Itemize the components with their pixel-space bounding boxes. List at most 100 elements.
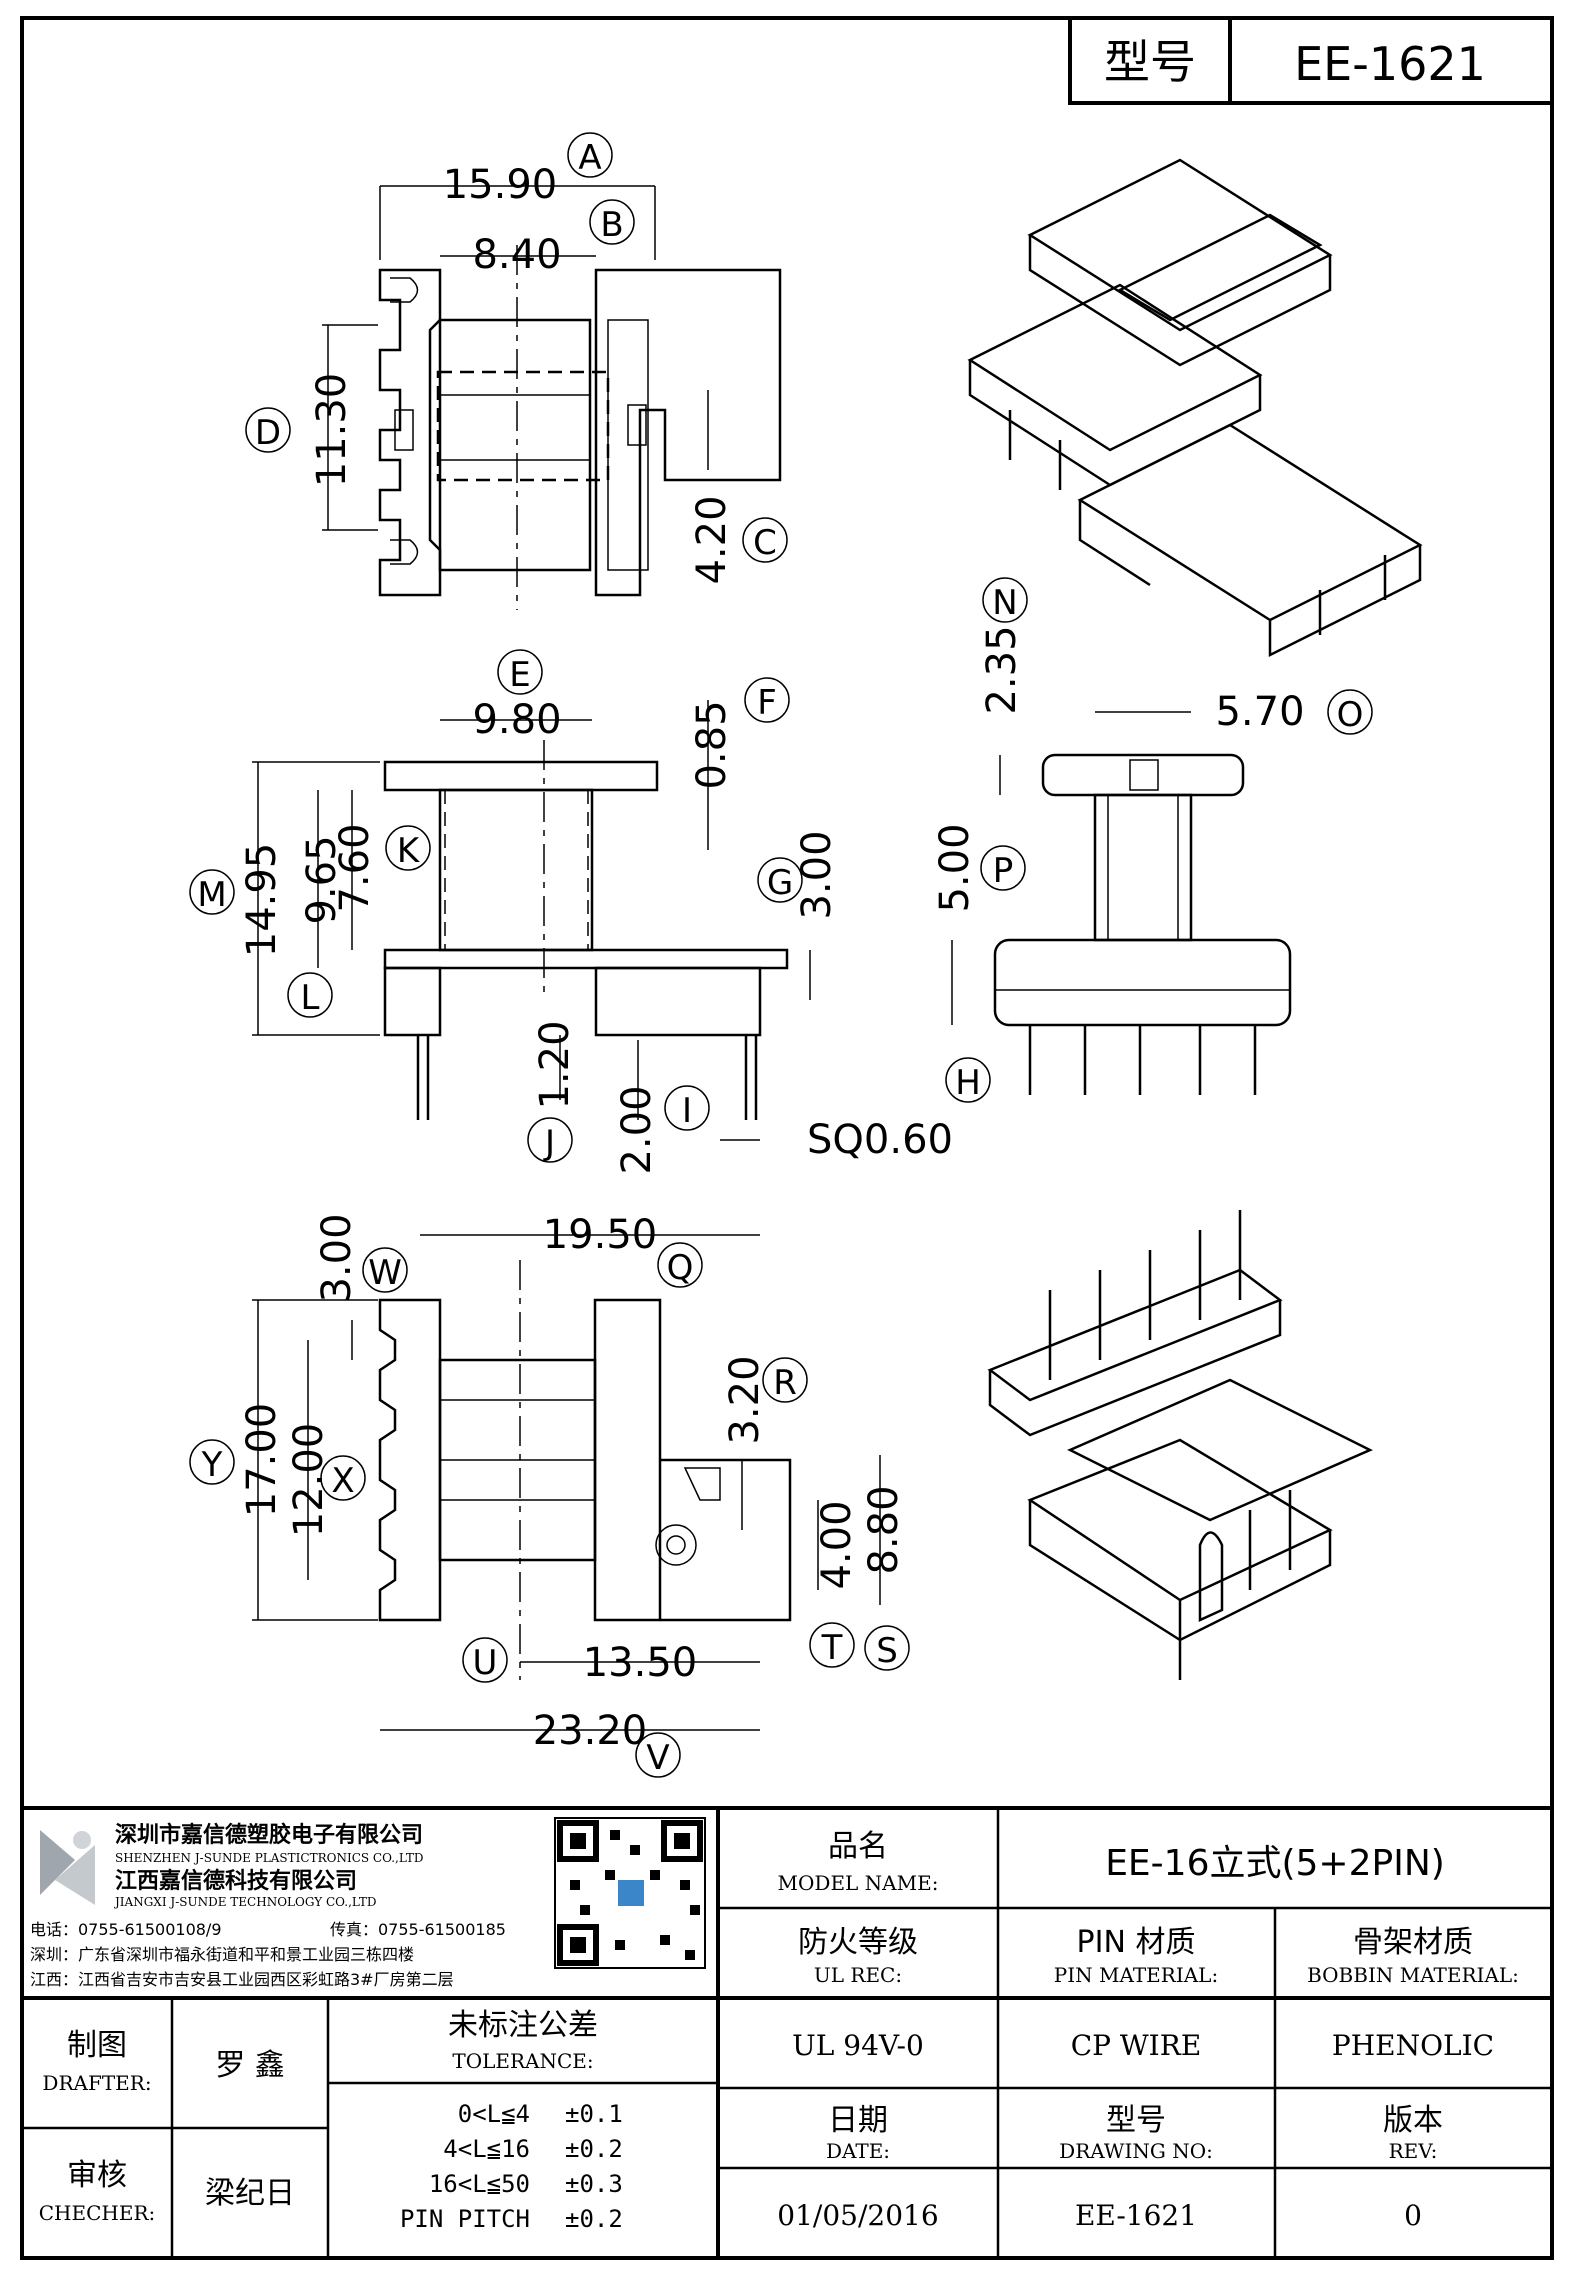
callout-J: J (543, 1123, 555, 1163)
company-name-cn: 深圳市嘉信德塑胶电子有限公司 (115, 1822, 423, 1848)
rev-value: 0 (1404, 2199, 1422, 2232)
company-address-sz: 深圳：广东省深圳市福永街道和平和景工业园三栋四楼 (30, 1945, 414, 1964)
date-value: 01/05/2016 (777, 2199, 938, 2232)
drafter-label-cn: 制图 (67, 2028, 127, 2063)
dim-D-value: 11.30 (309, 373, 355, 488)
rev-label-en: REV: (1389, 2139, 1438, 2163)
callout-F: F (757, 683, 777, 723)
top-type-value: EE-1621 (1294, 37, 1486, 91)
drawing-no-label-en: DRAWING NO: (1059, 2139, 1213, 2163)
drafter-value: 罗 鑫 (215, 2048, 285, 2083)
pin-material-value: CP WIRE (1071, 2029, 1202, 2062)
dim-W-value: 3.00 (314, 1213, 360, 1302)
ul-rec-label-en: UL REC: (814, 1963, 902, 1987)
drawing-no-value: EE-1621 (1075, 2199, 1197, 2232)
bobbin-material-label-en: BOBBIN MATERIAL: (1307, 1963, 1519, 1987)
tolerance-value-2: ±0.3 (565, 2170, 623, 2198)
sheet-border (20, 16, 1554, 2260)
dim-U-value: 13.50 (583, 1640, 698, 1686)
title-block: 深圳市嘉信德塑胶电子有限公司 SHENZHEN J-SUNDE PLASTICT… (22, 1806, 1552, 2258)
checker-label-en: CHECHER: (39, 2201, 155, 2225)
callout-T: T (821, 1628, 843, 1668)
dim-Y-value: 17.00 (239, 1403, 285, 1518)
qr-code (554, 1817, 706, 1969)
rev-label-cn: 版本 (1383, 2103, 1443, 2138)
dim-B-value: 8.40 (472, 232, 561, 278)
isometric-view-bottom (987, 1210, 1373, 1680)
tolerance-value-1: ±0.2 (565, 2135, 623, 2163)
callout-K: K (397, 831, 421, 871)
bobbin-material-label-cn: 骨架材质 (1353, 1925, 1473, 1960)
top-title-box: 型号 EE-1621 (1068, 16, 1554, 105)
callout-Q: Q (667, 1248, 694, 1288)
dim-K-value: 7.60 (332, 823, 378, 912)
company2-name-en: JIANGXI J-SUNDE TECHNOLOGY CO.,LTD (113, 1895, 377, 1909)
bottom-view: 19.50 23.20 13.50 17.00 12.00 3.00 3.20 … (189, 1212, 910, 1778)
dim-N-value: 2.35 (979, 625, 1025, 714)
tolerance-label-cn: 未标注公差 (448, 2008, 598, 2043)
company2-name-cn: 江西嘉信德科技有限公司 (115, 1868, 357, 1894)
dim-F-value: 0.85 (689, 700, 735, 789)
dim-sq-value: SQ0.60 (807, 1117, 953, 1163)
bobbin-material-value: PHENOLIC (1332, 2029, 1494, 2062)
dim-A-value: 15.90 (443, 162, 558, 208)
callout-R: R (773, 1363, 797, 1403)
pin-material-label-en: PIN MATERIAL: (1054, 1963, 1218, 1987)
company-name-en: SHENZHEN J-SUNDE PLASTICTRONICS CO.,LTD (115, 1851, 423, 1865)
tolerance-range-0: 0<L≦4 (458, 2100, 530, 2128)
callout-I: I (682, 1091, 692, 1131)
date-label-en: DATE: (826, 2139, 890, 2163)
callout-S: S (876, 1631, 898, 1671)
date-label-cn: 日期 (828, 2103, 888, 2138)
callout-N: N (992, 583, 1017, 623)
dim-E-value: 9.80 (472, 697, 561, 743)
callout-U: U (473, 1643, 498, 1683)
dim-V-value: 23.20 (533, 1708, 648, 1754)
company-logo (40, 1830, 95, 1905)
ul-rec-value: UL 94V-0 (792, 2029, 924, 2062)
callout-Y: Y (201, 1445, 223, 1485)
callout-A: A (578, 138, 601, 178)
isometric-view-top (967, 158, 1423, 658)
callout-B: B (600, 205, 623, 245)
tolerance-value-3: ±0.2 (565, 2205, 623, 2233)
tolerance-range-3: PIN PITCH (400, 2205, 530, 2233)
callout-V: V (646, 1738, 669, 1778)
dim-O-value: 5.70 (1215, 689, 1304, 735)
callout-X: X (331, 1461, 354, 1501)
callout-G: G (767, 863, 793, 903)
top-type-label: 型号 (1104, 35, 1196, 89)
tolerance-value-0: ±0.1 (565, 2100, 623, 2128)
dim-C-value: 4.20 (689, 495, 735, 584)
company-fax: 传真：0755-61500185 (330, 1920, 506, 1939)
callout-P: P (993, 851, 1014, 891)
tolerance-range-2: 16<L≦50 (429, 2170, 530, 2198)
drafter-label-en: DRAFTER: (42, 2071, 151, 2095)
dim-R-value: 3.20 (722, 1355, 768, 1444)
dim-I-value: 2.00 (614, 1085, 660, 1174)
dim-X-value: 12.00 (286, 1423, 332, 1538)
dim-H-value: 5.00 (932, 823, 978, 912)
front-view: 9.80 14.95 9.65 7.60 0.85 3.00 1.20 2.00… (189, 649, 953, 1175)
company-address-jx: 江西：江西省吉安市吉安县工业园西区彩虹路3#厂房第二层 (30, 1970, 454, 1989)
callout-H: H (955, 1063, 981, 1103)
checker-value: 梁纪日 (205, 2176, 295, 2211)
model-name-value: EE-16立式(5+2PIN) (1105, 1843, 1445, 1884)
callout-M: M (197, 875, 226, 915)
company-phone: 电话：0755-61500108/9 (30, 1920, 222, 1939)
callout-E: E (509, 655, 530, 695)
callout-D: D (255, 413, 281, 453)
tolerance-label-en: TOLERANCE: (452, 2049, 593, 2073)
drawing-no-label-cn: 型号 (1106, 2103, 1166, 2138)
model-name-label-en: MODEL NAME: (778, 1871, 939, 1895)
tolerance-range-1: 4<L≦16 (443, 2135, 530, 2163)
checker-label-cn: 审核 (67, 2158, 127, 2193)
side-view: 5.70 2.35 5.00 N O P H (932, 577, 1373, 1103)
top-view: 15.90 8.40 11.30 4.20 A B C D (245, 132, 788, 610)
callout-W: W (368, 1253, 402, 1293)
dim-L-value: 9.65 (299, 835, 345, 924)
callout-C: C (753, 523, 777, 563)
dim-Q-value: 19.50 (543, 1212, 658, 1258)
pin-material-label-cn: PIN 材质 (1077, 1925, 1196, 1960)
